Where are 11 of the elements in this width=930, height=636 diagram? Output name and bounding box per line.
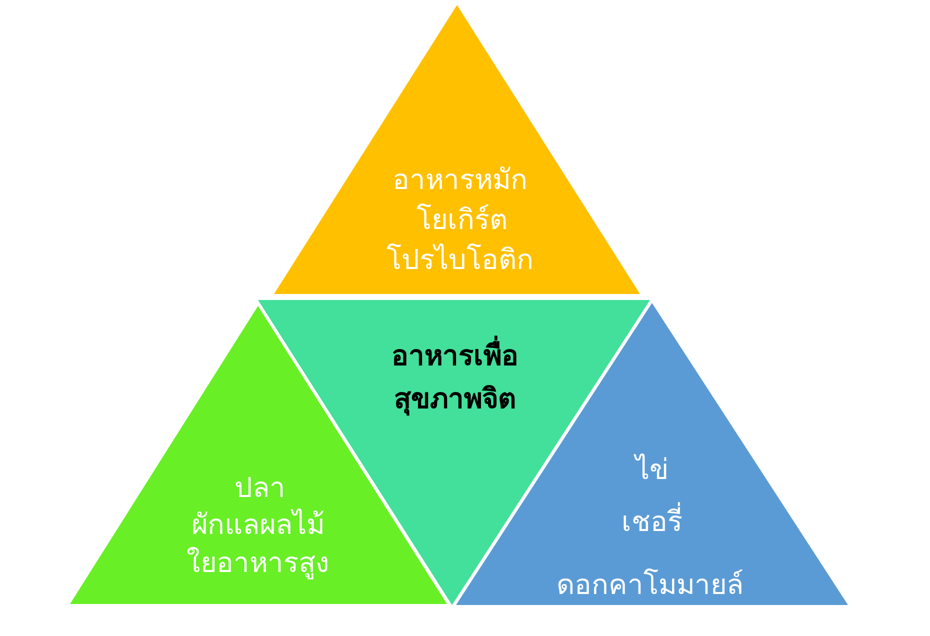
triangle bbox=[274, 5, 640, 294]
food-label: ปลา bbox=[234, 470, 286, 506]
food-label: โปรไบโอติก bbox=[386, 242, 534, 278]
food-label: ผักแลผลไม้ bbox=[192, 506, 324, 543]
food-label: อาหารหมัก bbox=[392, 162, 528, 198]
topic-label: อาหารเพื่อสุขภาพจิต bbox=[372, 334, 538, 420]
food-label: ไข่ bbox=[636, 452, 668, 488]
food-label: ใยอาหารสูง bbox=[186, 544, 330, 582]
food-label: โยเกิร์ต bbox=[416, 202, 508, 238]
food-label: ดอกคาโมมายล์ bbox=[556, 566, 744, 603]
food-label: เชอรี่ bbox=[622, 504, 682, 540]
